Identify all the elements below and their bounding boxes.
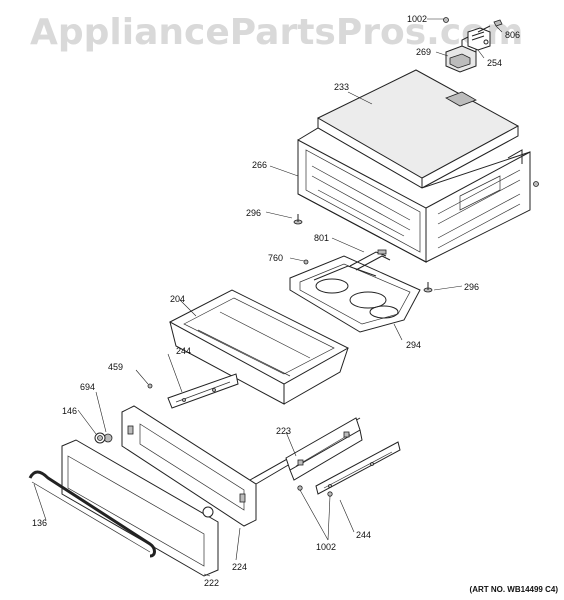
part-296-screw-left bbox=[293, 214, 303, 225]
part-204-drawer-pan bbox=[168, 289, 350, 405]
part-760-screw bbox=[303, 259, 309, 265]
part-806-screw bbox=[477, 19, 503, 33]
callout-294: 294 bbox=[406, 340, 422, 350]
part-244-slide-right bbox=[315, 441, 401, 495]
callout-296-left: 296 bbox=[246, 208, 262, 218]
part-294-broil-element bbox=[289, 255, 421, 333]
callout-204: 204 bbox=[170, 294, 186, 304]
part-269-bracket bbox=[445, 35, 477, 73]
callout-224: 224 bbox=[232, 562, 248, 572]
part-801-terminal bbox=[349, 249, 391, 271]
callout-459: 459 bbox=[108, 362, 124, 372]
callout-244-top: 244 bbox=[176, 346, 192, 356]
part-136-handle bbox=[28, 470, 156, 558]
leader-lines bbox=[33, 18, 503, 577]
callout-254: 254 bbox=[487, 58, 503, 68]
callout-266: 266 bbox=[252, 160, 268, 170]
part-296-screw-right bbox=[423, 282, 433, 293]
callout-296-right: 296 bbox=[464, 282, 480, 292]
callout-269: 269 bbox=[416, 47, 432, 57]
callout-233: 233 bbox=[334, 82, 350, 92]
callout-244-bottom: 244 bbox=[356, 530, 372, 540]
part-254-switch bbox=[467, 27, 491, 51]
part-146-knob bbox=[94, 432, 214, 518]
part-224-drawer-frame bbox=[121, 405, 361, 527]
callout-146: 146 bbox=[62, 406, 78, 416]
callout-1002-bottom: 1002 bbox=[316, 542, 337, 552]
part-244-slide-left bbox=[167, 373, 239, 409]
callout-223: 223 bbox=[276, 426, 292, 436]
callout-136: 136 bbox=[32, 518, 48, 528]
callout-801: 801 bbox=[314, 233, 330, 243]
art-number: (ART NO. WB14499 C4) bbox=[469, 585, 558, 594]
callout-760: 760 bbox=[268, 253, 284, 263]
part-233-cavity-top bbox=[316, 69, 520, 189]
part-1002-screw-top bbox=[443, 17, 449, 23]
part-459-screw bbox=[147, 383, 153, 389]
part-223-side-rail bbox=[285, 417, 363, 481]
callout-222: 222 bbox=[204, 578, 220, 588]
callout-694: 694 bbox=[80, 382, 96, 392]
callout-806: 806 bbox=[505, 30, 521, 40]
callout-1002-top: 1002 bbox=[407, 14, 428, 24]
part-222-drawer-front bbox=[61, 439, 219, 577]
